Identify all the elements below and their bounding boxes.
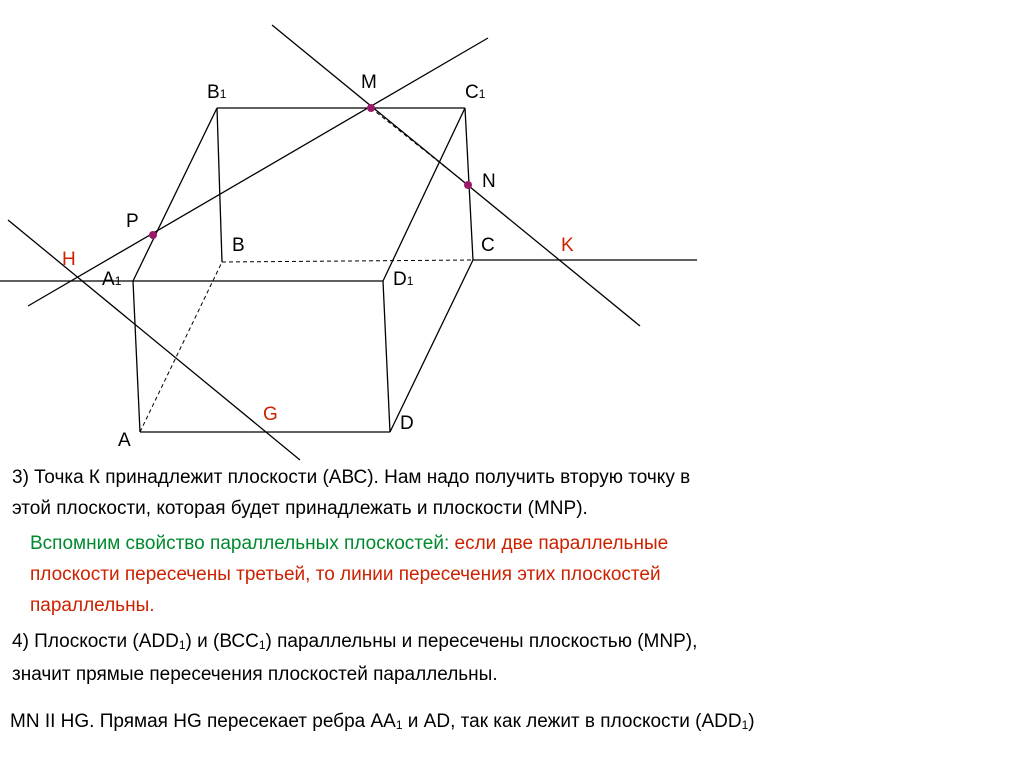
label-C: C <box>481 235 495 256</box>
line-H-G <box>7 219 301 461</box>
label-M: M <box>361 72 377 93</box>
label-A: A <box>118 430 131 451</box>
property-statement-1: если две параллельные <box>449 533 669 554</box>
parallel-planes-property: Вспомним свойство параллельных плоскосте… <box>30 528 668 621</box>
marked-points <box>149 104 472 239</box>
point-P <box>149 231 157 239</box>
label-D1: D1 <box>393 269 414 290</box>
edge-A-A1 <box>132 280 141 433</box>
label-B: B <box>232 235 245 256</box>
point-N <box>464 181 472 189</box>
construction-lines <box>0 24 697 461</box>
label-D: D <box>400 413 414 434</box>
property-statement-2: плоскости пересечены третьей, то линии п… <box>30 564 661 585</box>
property-line-1: Вспомним свойство параллельных плоскосте… <box>30 528 668 559</box>
label-A1: A1 <box>102 269 122 290</box>
step-3-line-1: 3) Точка К принадлежит плоскости (АВС). … <box>12 467 691 488</box>
label-H: H <box>62 249 76 270</box>
conclusion-text: MN II HG. Прямая HG пересекает ребра АА1… <box>10 711 755 732</box>
step-4-line-2: значит прямые пересечения плоскостей пар… <box>12 664 498 685</box>
solid-edges <box>132 107 474 433</box>
label-K: K <box>561 235 574 256</box>
hidden-edges <box>139 107 474 433</box>
edge-B1-B <box>216 107 223 263</box>
edge-B-C-hidden <box>221 259 474 263</box>
step-3-text: 3) Точка К принадлежит плоскости (АВС). … <box>12 462 690 524</box>
label-G: G <box>263 404 278 425</box>
step-3-line-2: этой плоскости, которая будет принадлежа… <box>12 498 588 519</box>
edge-D-D1 <box>382 280 391 433</box>
label-C1: C1 <box>465 82 486 103</box>
line-through-M-N-K <box>271 24 641 327</box>
property-intro: Вспомним свойство параллельных плоскосте… <box>30 533 450 554</box>
edge-D-C <box>389 259 474 433</box>
property-statement-3: параллельны. <box>30 595 155 616</box>
step-4-line-1: 4) Плоскости (ADD1) и (ВСС1) параллельны… <box>12 631 698 652</box>
point-M <box>367 104 375 112</box>
edge-D1-C1 <box>382 107 466 282</box>
prism-diagram: B1 M C1 N P B C K H A1 D1 G D A <box>0 24 697 461</box>
step-4-text: 4) Плоскости (ADD1) и (ВСС1) параллельны… <box>12 626 697 690</box>
label-P: P <box>126 211 139 232</box>
line-through-P-M <box>27 37 489 307</box>
edge-A-B-hidden <box>139 261 223 433</box>
label-B1: B1 <box>207 82 227 103</box>
edge-A1-B1 <box>132 107 218 282</box>
label-N: N <box>482 171 496 192</box>
